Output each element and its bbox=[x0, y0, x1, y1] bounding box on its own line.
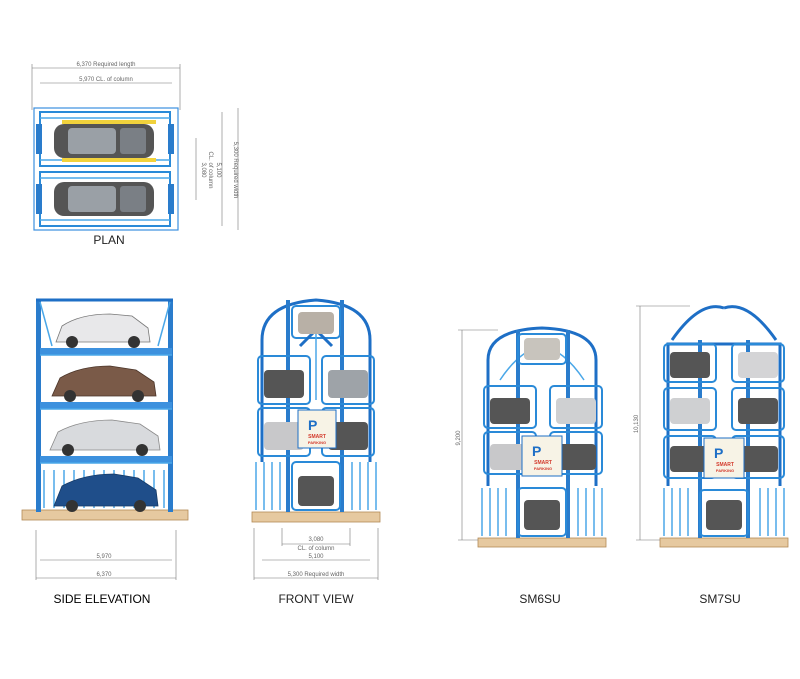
front-view-caption: FRONT VIEW bbox=[278, 592, 354, 606]
plan-dim-cl-width-label: CL. of column bbox=[207, 151, 213, 188]
sm6su-car-top bbox=[524, 338, 560, 360]
front-car-top bbox=[298, 312, 334, 334]
front-car-left-1 bbox=[264, 370, 304, 398]
sm7su-car-right-2 bbox=[738, 398, 778, 424]
sm7su-view: 10,130 P SMART PARKING bbox=[634, 305, 789, 548]
side-dim-outer: 6,370 bbox=[96, 572, 112, 578]
sm6su-dim-height: 9,200 bbox=[456, 430, 462, 446]
sm7su-car-right-3 bbox=[738, 446, 778, 472]
sm6su-car-bottom bbox=[524, 500, 560, 530]
side-car-4 bbox=[53, 473, 159, 512]
sm6su-car-right-2 bbox=[556, 444, 596, 470]
sm6su-caption: SM6SU bbox=[519, 592, 561, 606]
plan-dim-cl-column: 5,970 CL. of column bbox=[79, 77, 133, 83]
side-elevation-view: 5,970 6,370 bbox=[21, 298, 189, 580]
sm6su-logo-text-2: PARKING bbox=[534, 466, 552, 471]
sm6su-mesh bbox=[481, 488, 603, 536]
plan-view: 6,370 Required length 5,970 CL. of colum… bbox=[31, 62, 239, 231]
sm7su-logo-text-1: SMART bbox=[716, 462, 734, 468]
sm6su-car-left-1 bbox=[490, 398, 530, 424]
plan-car-top bbox=[54, 124, 154, 158]
sm6su-logo: P SMART PARKING bbox=[521, 435, 563, 477]
front-car-bottom bbox=[298, 476, 334, 506]
sm7su-car-right-1 bbox=[738, 352, 778, 378]
sm7su-logo-text-2: PARKING bbox=[716, 468, 734, 473]
front-mesh bbox=[255, 462, 377, 510]
front-logo-text-1: SMART bbox=[308, 434, 326, 440]
front-car-right-2 bbox=[328, 422, 368, 450]
sm7su-car-left-3 bbox=[670, 446, 710, 472]
sm7su-mesh bbox=[663, 488, 785, 536]
sm7su-car-bottom bbox=[706, 500, 742, 530]
sm7su-dim-height: 10,130 bbox=[634, 414, 640, 433]
front-car-right-1 bbox=[328, 370, 368, 398]
front-car-left-2 bbox=[264, 422, 304, 450]
plan-dim-cl-width-value: 3,080 bbox=[200, 162, 206, 178]
svg-text:P: P bbox=[714, 445, 723, 461]
front-dim-5100: 5,100 bbox=[308, 554, 324, 560]
sm6su-car-left-2 bbox=[490, 444, 530, 470]
front-dim-cl-label: CL. of column bbox=[297, 546, 334, 552]
side-elevation-caption: SIDE ELEVATION bbox=[53, 592, 151, 606]
svg-text:P: P bbox=[532, 443, 541, 459]
side-car-1 bbox=[55, 313, 151, 348]
sm6su-car-right-1 bbox=[556, 398, 596, 424]
svg-text:P: P bbox=[308, 417, 317, 433]
front-dim-cl-value: 3,080 bbox=[308, 537, 324, 543]
plan-dim-width-5100: 5,100 bbox=[215, 162, 221, 178]
front-view: P SMART PARKING 3,080 CL. of column 5,10… bbox=[251, 298, 381, 580]
sm6su-logo-text-1: SMART bbox=[534, 460, 552, 466]
front-logo-text-2: PARKING bbox=[308, 440, 326, 445]
sm6su-view: 9,200 P SMART PARKING bbox=[456, 326, 607, 548]
sm7su-car-left-2 bbox=[670, 398, 710, 424]
plan-dim-required-length: 6,370 Required length bbox=[76, 62, 135, 68]
front-logo: P SMART PARKING bbox=[297, 409, 337, 449]
side-car-2 bbox=[51, 365, 157, 402]
side-dim-inner: 5,970 bbox=[96, 554, 112, 560]
side-car-3 bbox=[49, 419, 161, 456]
sm7su-car-left-1 bbox=[670, 352, 710, 378]
plan-car-bottom bbox=[54, 182, 154, 216]
front-dim-required-width: 5,300 Required width bbox=[288, 572, 345, 578]
sm7su-caption: SM7SU bbox=[699, 592, 741, 606]
plan-dim-required-width: 5,300 Required width bbox=[232, 142, 238, 199]
plan-caption: PLAN bbox=[93, 233, 125, 247]
sm7su-logo: P SMART PARKING bbox=[703, 437, 745, 479]
